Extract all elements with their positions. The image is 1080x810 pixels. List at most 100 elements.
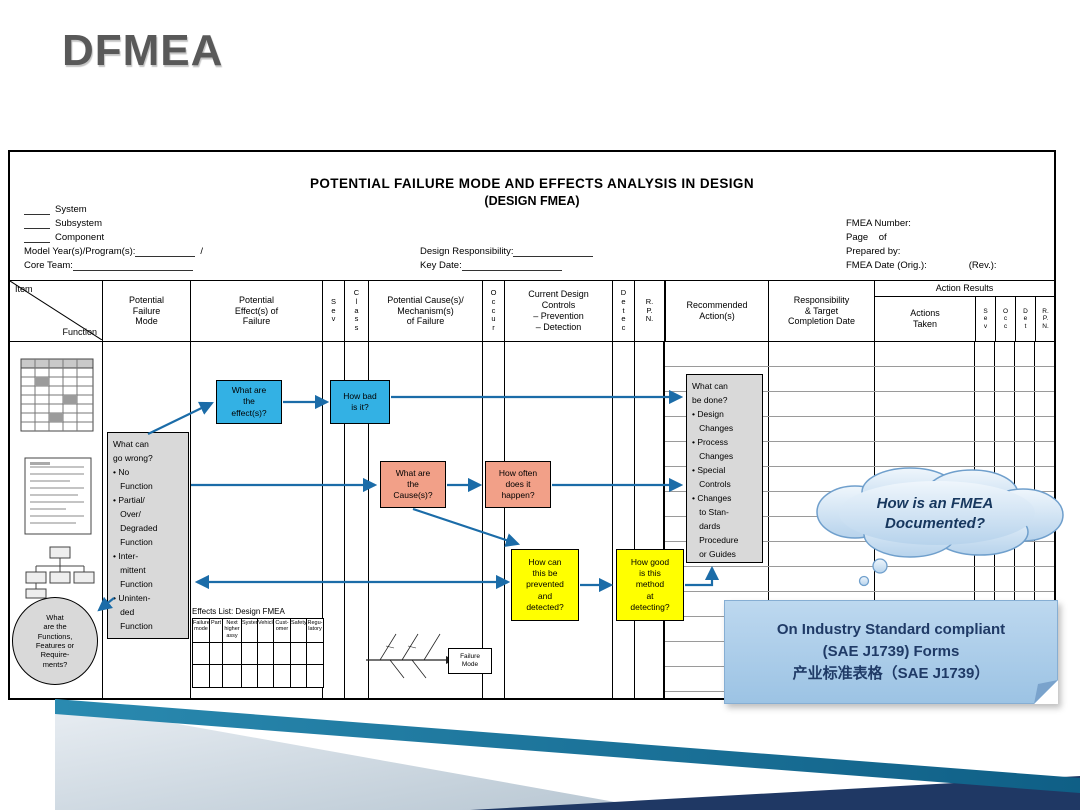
meta-core-team: Core Team: bbox=[24, 260, 198, 271]
effects-list-cell bbox=[274, 665, 291, 687]
col-actions-taken: Actions Taken bbox=[910, 308, 940, 329]
effects-list-cell bbox=[193, 665, 210, 687]
col-controls: Current Design Controls – Prevention – D… bbox=[504, 281, 612, 341]
block-diagram-thumbnail bbox=[25, 546, 95, 599]
bottom-decoration bbox=[55, 699, 1080, 810]
effects-list-cell bbox=[291, 643, 307, 665]
col-ar-rpn: R. P. N. bbox=[1035, 297, 1055, 341]
meta-page: Page of bbox=[846, 232, 887, 243]
navy-band bbox=[470, 776, 1080, 810]
effects-list-cell bbox=[223, 643, 242, 665]
blank-line bbox=[24, 234, 50, 243]
meta-model-year: Model Year(s)/Program(s):/ bbox=[24, 246, 203, 257]
grid-line bbox=[102, 342, 103, 698]
effects-list-cell bbox=[210, 643, 223, 665]
grid-line bbox=[190, 342, 191, 698]
effects-list-cell bbox=[307, 643, 323, 665]
meta-design-responsibility: Design Responsibility: bbox=[420, 246, 598, 257]
col-occur: O c c u r bbox=[482, 281, 504, 341]
form-subtitle: (DESIGN FMEA) bbox=[484, 194, 580, 208]
blank-line bbox=[72, 262, 193, 271]
effects-list-header: Next higher assy bbox=[223, 619, 242, 643]
grid-line-heavy bbox=[663, 342, 665, 698]
cloud-shape bbox=[816, 467, 1064, 587]
callout-what-can-be-done: What can be done? • Design Changes • Pro… bbox=[686, 374, 763, 563]
fishbone-label: Failure Mode bbox=[448, 648, 492, 674]
folded-corner bbox=[1034, 680, 1058, 704]
meta-component-label: Component bbox=[55, 232, 105, 243]
col-failure-mode: Potential Failure Mode bbox=[102, 281, 190, 341]
effects-list-cell bbox=[242, 665, 258, 687]
matrix-thumbnail bbox=[20, 358, 94, 432]
meta-prepared-by: Prepared by: bbox=[846, 246, 901, 257]
meta-design-responsibility-label: Design Responsibility: bbox=[420, 246, 514, 257]
grid-line bbox=[322, 342, 323, 698]
grid-line bbox=[368, 342, 369, 698]
col-ar-sev: S e v bbox=[975, 297, 995, 341]
teal-band bbox=[55, 699, 1080, 793]
note-line-2: (SAE J1739) Forms bbox=[822, 643, 960, 661]
effects-list-title: Effects List: Design FMEA bbox=[192, 607, 285, 616]
col-action-results: Action Results Actions Taken S e v O c c… bbox=[874, 281, 1054, 341]
slide-title: DFMEA bbox=[62, 26, 224, 75]
cloud-bubble-small bbox=[858, 575, 870, 587]
effects-list-cell bbox=[307, 665, 323, 687]
cloud-bubble-large bbox=[872, 558, 888, 574]
col-effects: Potential Effect(s) of Failure bbox=[190, 281, 322, 341]
meta-fmea-number: FMEA Number: bbox=[846, 218, 911, 229]
col-causes: Potential Cause(s)/ Mechanism(s) of Fail… bbox=[368, 281, 482, 341]
callout-how-bad: How bad is it? bbox=[330, 380, 390, 424]
col-detec: D e t e c bbox=[612, 281, 634, 341]
form-title: POTENTIAL FAILURE MODE AND EFFECTS ANALY… bbox=[310, 176, 754, 191]
effects-list-cell bbox=[291, 665, 307, 687]
blank-line bbox=[24, 220, 50, 229]
note-line-3: 产业标准表格（SAE J1739） bbox=[792, 664, 990, 682]
meta-rev-label: (Rev.): bbox=[968, 260, 997, 271]
fmea-form: POTENTIAL FAILURE MODE AND EFFECTS ANALY… bbox=[8, 150, 1056, 700]
form-thumbnail bbox=[24, 457, 92, 535]
callout-how-good: How good is this method at detecting? bbox=[616, 549, 684, 621]
meta-fmea-date: FMEA Date (Orig.): (Rev.): bbox=[846, 260, 997, 271]
grid-line bbox=[344, 342, 345, 698]
diagonal-divider bbox=[10, 281, 102, 340]
effects-list-header: Vehicle bbox=[258, 619, 274, 643]
col-class: C l a s s bbox=[344, 281, 368, 341]
grid-line bbox=[634, 342, 635, 698]
callout-what-are-effects: What are the effect(s)? bbox=[216, 380, 282, 424]
col-item-function: Item Function bbox=[10, 281, 102, 341]
meta-component: Component bbox=[24, 232, 104, 243]
col-item-label: Item bbox=[15, 284, 33, 294]
table-header: Item Function Potential Failure Mode Pot… bbox=[10, 280, 1054, 342]
effects-list-cell bbox=[274, 643, 291, 665]
callout-functions-ellipse: What are the Functions, Features or Requ… bbox=[12, 597, 98, 685]
effects-list-cell bbox=[210, 665, 223, 687]
meta-system-label: System bbox=[55, 204, 87, 215]
callout-what-are-causes: What are the Cause(s)? bbox=[380, 461, 446, 508]
meta-system: System bbox=[24, 204, 87, 215]
col-ar-occ: O c c bbox=[995, 297, 1015, 341]
meta-key-date: Key Date: bbox=[420, 260, 567, 271]
effects-list-cell bbox=[258, 665, 274, 687]
cloud-text: How is an FMEA Documented? bbox=[876, 495, 994, 533]
effects-list-cell bbox=[242, 643, 258, 665]
grid-line bbox=[504, 342, 505, 698]
meta-fmea-date-label: FMEA Date (Orig.): bbox=[846, 260, 927, 271]
cloud-callout: How is an FMEA Documented? bbox=[800, 460, 1070, 598]
note-box: On Industry Standard compliant (SAE J173… bbox=[724, 600, 1058, 704]
effects-list-header: Failure mode bbox=[193, 619, 210, 643]
meta-model-year-label: Model Year(s)/Program(s): bbox=[24, 246, 136, 257]
blank-line bbox=[24, 206, 50, 215]
effects-list-header: Cust- omer bbox=[274, 619, 291, 643]
effects-list-cell bbox=[223, 665, 242, 687]
blank-line bbox=[135, 248, 196, 257]
col-ar-det: D e t bbox=[1015, 297, 1035, 341]
callout-what-can-go-wrong: What can go wrong? • No Function • Parti… bbox=[107, 432, 189, 639]
callout-how-prevented: How can this be prevented and detected? bbox=[511, 549, 579, 621]
effects-list-cell bbox=[193, 643, 210, 665]
blank-line bbox=[513, 248, 594, 257]
effects-list-header: Safety bbox=[291, 619, 307, 643]
effects-list-header: System bbox=[242, 619, 258, 643]
blank-line bbox=[461, 262, 562, 271]
col-responsibility: Responsibility & Target Completion Date bbox=[768, 281, 874, 341]
